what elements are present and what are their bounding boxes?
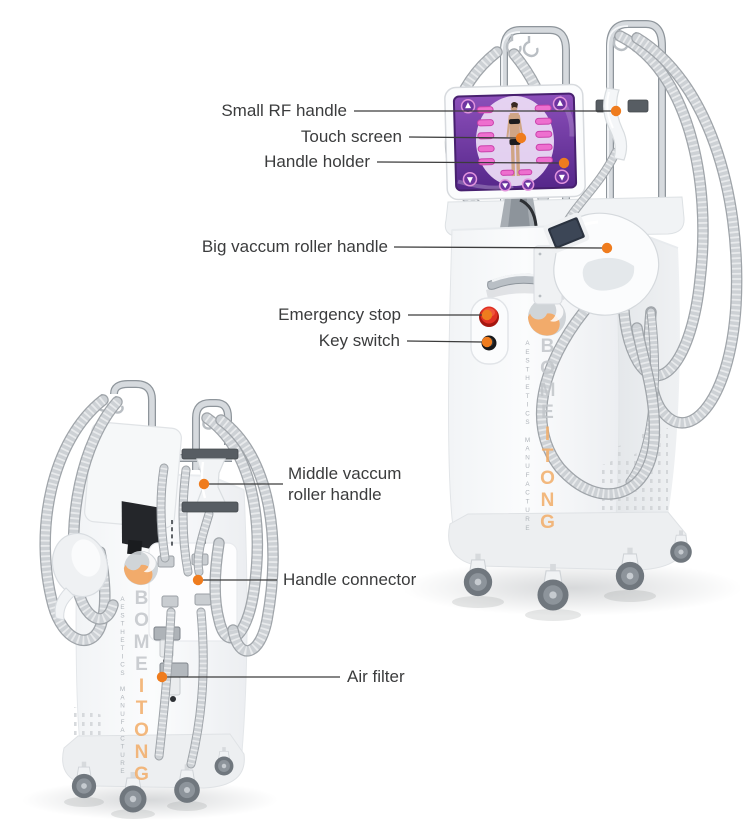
hanging-handpiece [51, 532, 109, 621]
main-machine-front-view [402, 20, 742, 621]
base-and-casters [448, 511, 693, 621]
label-middle-vaccum-roller-handle: Middle vaccum roller handle [288, 464, 402, 504]
brand-tagline-rear: AESTHETICS MANUFACTURE [119, 596, 126, 777]
brand-name-part1: BOME [131, 588, 152, 676]
big-vacuum-roller-handle[interactable] [533, 212, 659, 494]
screen-body-figure [506, 102, 524, 177]
middle-vacuum-roller-handle[interactable] [181, 448, 239, 513]
control-panel [470, 297, 509, 365]
screen-buttons[interactable] [460, 96, 570, 192]
brand-name-part1: BOME [537, 336, 558, 424]
brand-name-part2: ITONG [537, 424, 558, 534]
label-air-filter: Air filter [347, 667, 405, 686]
label-touch-screen: Touch screen [300, 127, 402, 146]
small-rf-handle[interactable] [566, 87, 649, 224]
label-handle-connector: Handle connector [283, 570, 417, 589]
brand-name-part2: ITONG [131, 676, 152, 786]
brand-watermark-front: BOMEITONG [536, 336, 558, 534]
label-small-rf-handle: Small RF handle [221, 101, 347, 120]
label-key-switch: Key switch [318, 331, 400, 350]
label-handle-holder: Handle holder [264, 152, 370, 171]
brand-logo [123, 550, 159, 586]
label-emergency-stop: Emergency stop [278, 305, 401, 324]
brand-watermark-rear: BOMEITONG [130, 588, 152, 786]
brand-tagline-front: AESTHETICS MANUFACTURE [524, 340, 531, 534]
screen-mount [500, 192, 538, 228]
touch-screen[interactable] [444, 83, 586, 201]
machine-rear-view [22, 380, 278, 820]
label-big-vaccum-roller-handle: Big vaccum roller handle [201, 237, 388, 256]
handle-screen [543, 212, 590, 254]
key-switch[interactable] [481, 335, 497, 351]
